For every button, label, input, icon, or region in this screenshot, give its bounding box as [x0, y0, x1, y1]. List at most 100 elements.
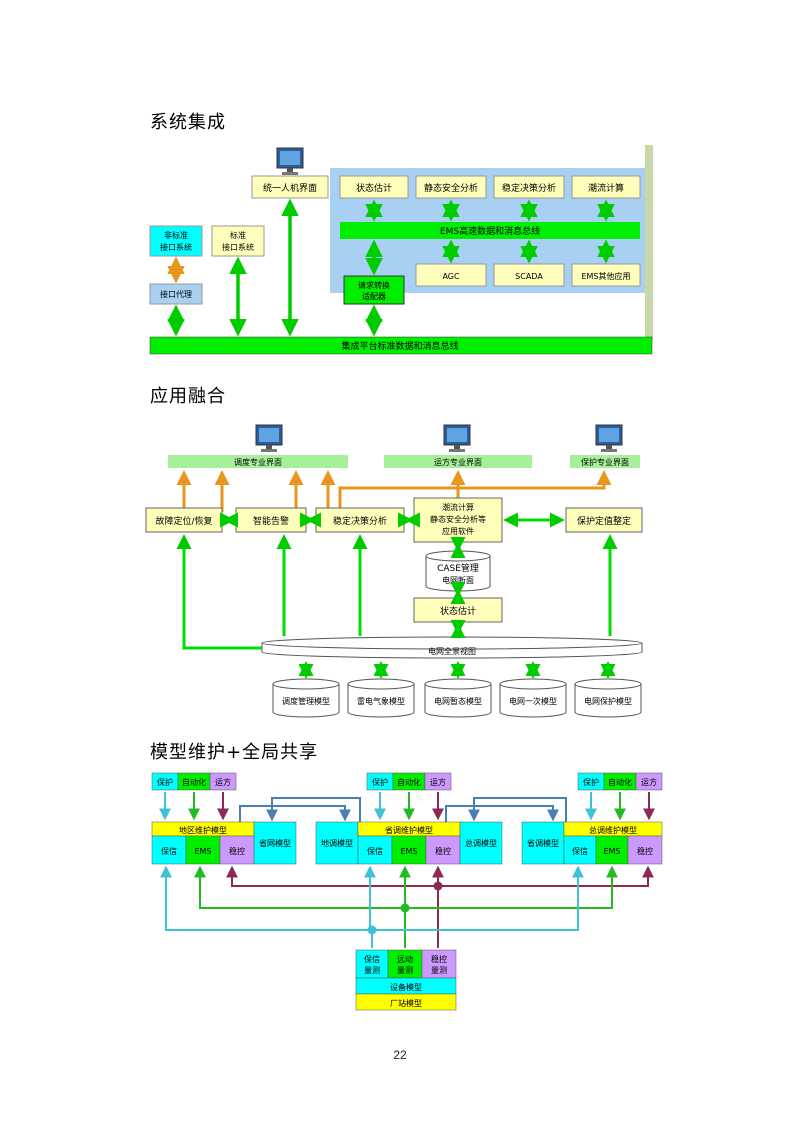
group1-cell-ems: EMS	[194, 847, 211, 856]
adapter-line1: 请求转换	[358, 280, 390, 290]
app-state-estimation: 状态估计	[356, 182, 392, 194]
group2-title: 省调维护模型	[385, 825, 433, 835]
platform-bus	[149, 336, 653, 355]
hmi-box	[251, 175, 329, 199]
adapter-line2: 适配器	[362, 291, 386, 301]
group3-cell-ems: EMS	[603, 847, 620, 856]
group2-side-local: 地调模型	[321, 838, 353, 848]
standard-line1: 标准	[230, 230, 246, 240]
monitor-icon	[255, 424, 283, 453]
ui-dispatch-bar	[168, 455, 348, 468]
tab-protection: 保护	[157, 777, 173, 787]
nonstandard-line2: 接口系统	[160, 242, 192, 252]
group1-tabs: 保护 自动化 运方	[151, 772, 237, 791]
tab-operation: 运方	[430, 777, 446, 787]
group2-cell-ems: EMS	[400, 847, 417, 856]
diagram-application-fusion: 调度专业界面 运方专业界面 保护专业界面 故障定位/恢复 智能告警 稳定决策分析…	[145, 424, 643, 718]
tab-operation: 运方	[215, 777, 231, 787]
ui-protection-bar	[570, 455, 640, 468]
group1-side-provincial: 省网模型	[259, 838, 291, 848]
interface-proxy-box	[149, 283, 203, 305]
bottom-cell2-line2: 量测	[397, 966, 413, 975]
d2-orange-arrows	[176, 470, 612, 512]
power-flow-line3: 应用软件	[442, 526, 474, 536]
bottom-cell3-line2: 量测	[431, 966, 447, 975]
station-model-label: 厂站模型	[390, 998, 422, 1008]
app-scada: SCADA	[515, 272, 543, 281]
tab-protection: 保护	[583, 777, 599, 787]
d2-green-v-arrows	[176, 534, 618, 679]
state-estimation-label: 状态估计	[440, 605, 476, 617]
ui-dispatch-label: 调度专业界面	[234, 457, 282, 467]
fault-location-box	[145, 507, 223, 533]
interface-proxy-label: 接口代理	[160, 289, 192, 299]
panorama-label: 电网全景视图	[428, 646, 476, 656]
case-line1: CASE管理	[437, 562, 479, 574]
app-power-flow: 潮流计算	[588, 182, 624, 194]
db-grid-primary: 电网一次模型	[509, 696, 557, 706]
db-dispatch-management: 调度管理模型	[282, 696, 330, 706]
ems-top-apps: 状态估计 静态安全分析 稳定决策分析 潮流计算	[339, 175, 641, 199]
protection-setting-box	[565, 507, 643, 533]
monitor-icon	[276, 147, 304, 176]
monitor-icon	[443, 424, 471, 453]
app-static-security: 静态安全分析	[424, 182, 478, 194]
heading-system-integration: 系统集成	[150, 112, 226, 133]
app-stability-decision: 稳定决策分析	[502, 182, 556, 194]
group1-cell-stability-control: 稳控	[229, 846, 245, 856]
group1-cell-protection-info: 保信	[161, 846, 177, 856]
tab-automation: 自动化	[608, 777, 632, 787]
stability-decision-label: 稳定决策分析	[333, 515, 387, 527]
bottom-cell2-line1: 远动	[397, 954, 413, 964]
nonstandard-line1: 非标准	[164, 230, 188, 240]
group2-tabs: 保护 自动化 运方	[366, 772, 452, 791]
page-number: 22	[393, 1048, 407, 1062]
case-database: CASE管理 电网断面	[425, 550, 491, 592]
group3-title: 总调维护模型	[589, 825, 637, 835]
bottom-model-stack: 保信 量测 远动 量测 稳控 量测 设备模型 厂站模型	[355, 949, 457, 1011]
db-lightning-weather: 雷电气象模型	[357, 696, 405, 706]
grid-panorama-view: 电网全景视图	[261, 636, 643, 659]
platform-bus-label: 集成平台标准数据和消息总线	[341, 340, 458, 352]
d1-arrows	[167, 198, 615, 337]
heading-model-maintenance: 模型维护+全局共享	[150, 742, 319, 763]
bottom-cell1-line1: 保信	[364, 954, 380, 964]
ui-protection-label: 保护专业界面	[581, 457, 629, 467]
protection-setting-label: 保护定值整定	[577, 515, 631, 527]
group2-side-general: 总调模型	[465, 838, 497, 848]
app-agc: AGC	[442, 272, 460, 281]
monitor-icon	[595, 424, 623, 453]
group2-cell-protection-info: 保信	[367, 846, 383, 856]
tab-protection: 保护	[372, 777, 388, 787]
adapter-box	[343, 275, 405, 305]
fault-location-label: 故障定位/恢复	[155, 515, 212, 527]
standard-line2: 接口系统	[222, 242, 254, 252]
ems-bus	[340, 222, 640, 239]
bottom-cell3-line1: 稳控	[431, 954, 447, 964]
group3-block: 省调模型 总调维护模型 保信 EMS 稳控	[521, 821, 663, 865]
power-flow-line1: 潮流计算	[442, 502, 474, 512]
case-line2: 电网断面	[442, 575, 474, 585]
power-flow-line2: 静态安全分析等	[430, 514, 486, 524]
ems-bus-label: EMS高速数据和消息总线	[440, 225, 540, 237]
junction-dot-protection	[367, 925, 377, 935]
model-databases: 调度管理模型 雷电气象模型 电网暂态模型 电网一次模型 电网保护模型	[272, 678, 642, 718]
group1-block: 地区维护模型 保信 EMS 稳控 省网模型	[151, 821, 297, 865]
ui-operation-bar	[384, 455, 532, 468]
group3-cell-protection-info: 保信	[572, 846, 588, 856]
tab-operation: 运方	[641, 777, 657, 787]
diagram-system-integration: 统一人机界面 状态估计 静态安全分析 稳定决策分析 潮流计算 EMS高速数据和消…	[149, 145, 653, 355]
smart-alarm-label: 智能告警	[253, 515, 289, 527]
group1-title: 地区维护模型	[179, 825, 227, 835]
db-grid-transient: 电网暂态模型	[434, 696, 482, 706]
cross-group-arrows	[239, 797, 567, 822]
tab-automation: 自动化	[397, 777, 421, 787]
tab-automation: 自动化	[182, 777, 206, 787]
device-model-label: 设备模型	[390, 982, 422, 992]
group3-cell-stability-control: 稳控	[637, 846, 653, 856]
tab-arrows	[159, 792, 655, 821]
junction-dot-stability	[433, 881, 443, 891]
group2-block: 地调模型 省调维护模型 保信 EMS 稳控 总调模型	[315, 821, 503, 865]
bottom-cell1-line2: 量测	[364, 966, 380, 975]
